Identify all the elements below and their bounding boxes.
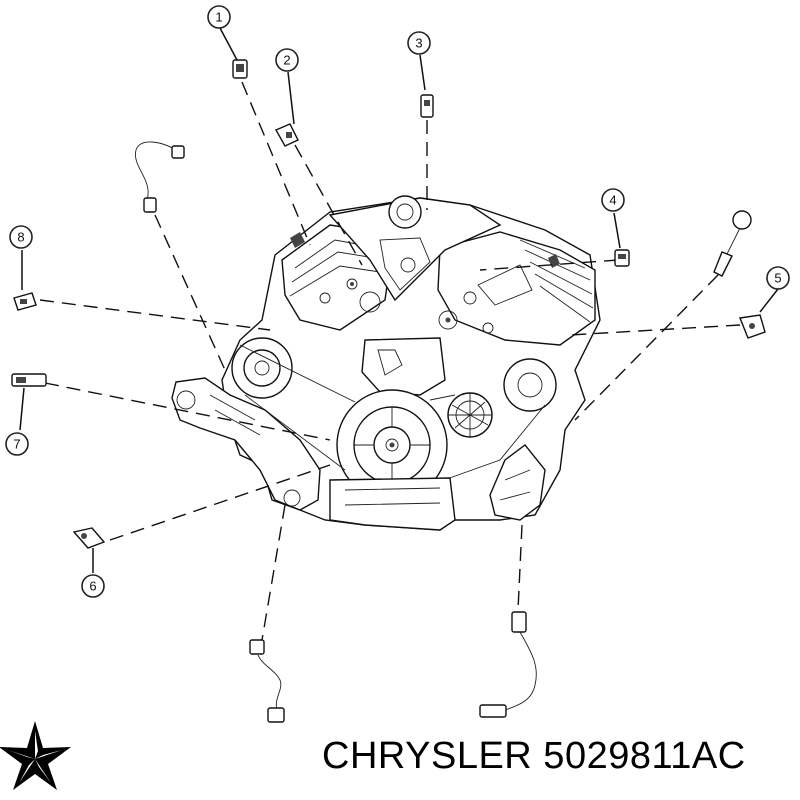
callout-number: 8 bbox=[17, 230, 24, 245]
callout-number: 1 bbox=[215, 10, 222, 25]
oxygen-sensor-bottom-right bbox=[479, 611, 537, 718]
callout-number: 4 bbox=[609, 193, 616, 208]
leader-line-o2-upper-left bbox=[154, 214, 226, 371]
sensor-part-2 bbox=[275, 123, 299, 147]
callout-number: 7 bbox=[13, 437, 20, 452]
sensor-part-5 bbox=[739, 314, 766, 339]
callout-number: 6 bbox=[89, 579, 96, 594]
callout-8: 8 bbox=[9, 225, 33, 249]
leader-line-1 bbox=[241, 81, 311, 246]
leader-line-o2-bottom-left bbox=[261, 504, 286, 641]
sensor-part-1 bbox=[232, 59, 248, 79]
part-number-caption: CHRYSLER 5029811AC bbox=[322, 735, 746, 777]
leader-lines bbox=[39, 81, 741, 641]
sensor-part-6 bbox=[72, 527, 106, 549]
callout-1: 1 bbox=[207, 5, 231, 29]
sensor-part-3 bbox=[420, 94, 434, 118]
chrysler-pentastar-logo bbox=[0, 721, 71, 790]
leader-line-6 bbox=[109, 464, 331, 541]
oxygen-sensor-bottom-left bbox=[249, 639, 285, 723]
callout-number: 2 bbox=[283, 53, 290, 68]
leader-line-7 bbox=[44, 382, 331, 441]
leader-line-4 bbox=[479, 259, 619, 271]
callout-6: 6 bbox=[81, 574, 105, 598]
callout-leaders bbox=[19, 27, 779, 573]
leader-line-2 bbox=[294, 144, 363, 266]
sensor-part-4 bbox=[614, 249, 630, 267]
callout-7: 7 bbox=[5, 432, 29, 456]
engine-illustration bbox=[171, 195, 601, 531]
sensor-parts bbox=[11, 59, 766, 723]
leader-line-5 bbox=[569, 324, 741, 336]
callout-number: 3 bbox=[415, 36, 422, 51]
oxygen-sensor-upper-left bbox=[135, 141, 185, 213]
callout-number: 5 bbox=[774, 271, 781, 286]
leader-line-o2-right bbox=[574, 274, 719, 421]
oxygen-sensor-upper-right bbox=[713, 210, 752, 277]
sensor-part-7 bbox=[11, 373, 47, 387]
callout-3: 3 bbox=[407, 31, 431, 55]
leader-line-8 bbox=[39, 299, 271, 331]
callout-4: 4 bbox=[601, 188, 625, 212]
callout-5: 5 bbox=[766, 266, 790, 290]
callout-2: 2 bbox=[275, 48, 299, 72]
leader-line-o2-bottom-right bbox=[517, 524, 523, 611]
sensor-part-8 bbox=[13, 292, 37, 311]
